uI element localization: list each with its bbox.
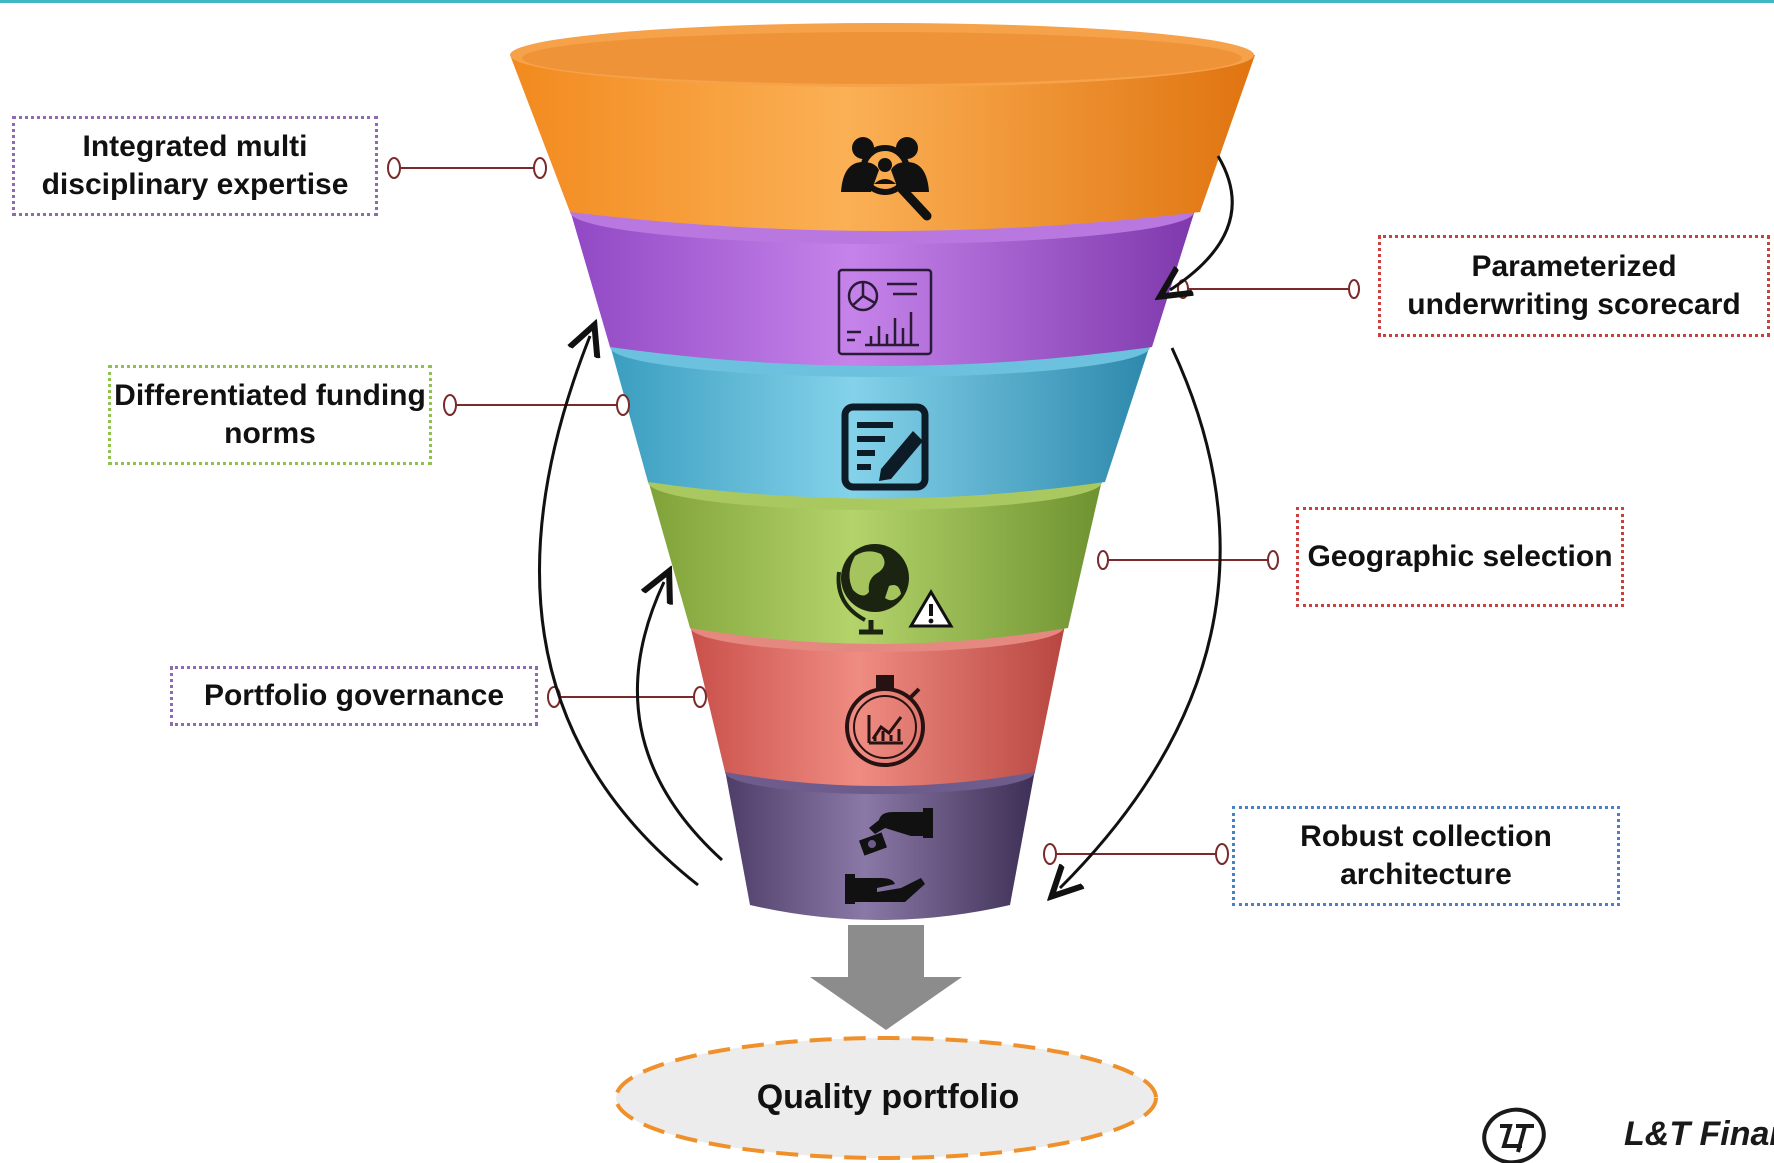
label-robust-collection: Robust collection architecture	[1232, 806, 1620, 906]
outcome-ellipse	[614, 1036, 1158, 1160]
output-arrow	[810, 925, 962, 1030]
curve-arrow-right	[1060, 347, 1222, 888]
label-geographic-text: Geographic selection	[1307, 540, 1613, 573]
label-underwriting-scorecard: Parameterized underwriting scorecard	[1378, 235, 1770, 337]
label-portfolio-governance: Portfolio governance	[170, 666, 538, 726]
people-search-icon	[841, 137, 932, 221]
connector-governance	[547, 686, 707, 708]
outcome-label: Quality portfolio	[756, 1078, 1020, 1116]
hand-money-icon	[845, 808, 933, 904]
connector-integrated	[387, 157, 547, 179]
label-integrated-text: Integrated multi disciplinary expertise	[41, 130, 349, 201]
label-funding-text: Differentiated funding norms	[114, 379, 426, 450]
label-governance-text: Portfolio governance	[203, 679, 505, 712]
label-funding-norms: Differentiated funding norms	[108, 365, 432, 465]
top-accent-line	[0, 0, 1774, 3]
company-logo-text: L&T Financial	[1624, 1115, 1774, 1153]
lt-logo-mark	[1482, 1107, 1546, 1163]
curve-arrow-left-outer	[538, 336, 699, 887]
label-geographic-selection: Geographic selection	[1296, 507, 1624, 607]
document-edit-icon	[841, 403, 929, 491]
label-integrated-expertise: Integrated multi disciplinary expertise	[12, 116, 378, 216]
connector-funding	[443, 394, 630, 416]
label-scorecard-text: Parameterized underwriting scorecard	[1407, 250, 1741, 321]
globe-warning-icon	[836, 544, 954, 635]
label-collection-text: Robust collection architecture	[1300, 820, 1552, 891]
curve-arrow-left-inner	[635, 582, 724, 862]
connector-geographic	[1097, 550, 1279, 570]
scorecard-chart-icon	[837, 268, 933, 356]
curve-arrow-top-right	[1170, 155, 1234, 290]
stopwatch-chart-icon	[845, 675, 925, 767]
connector-collection	[1043, 843, 1229, 865]
funnel-layer-expertise	[510, 23, 1255, 231]
connector-scorecard	[1177, 279, 1360, 299]
